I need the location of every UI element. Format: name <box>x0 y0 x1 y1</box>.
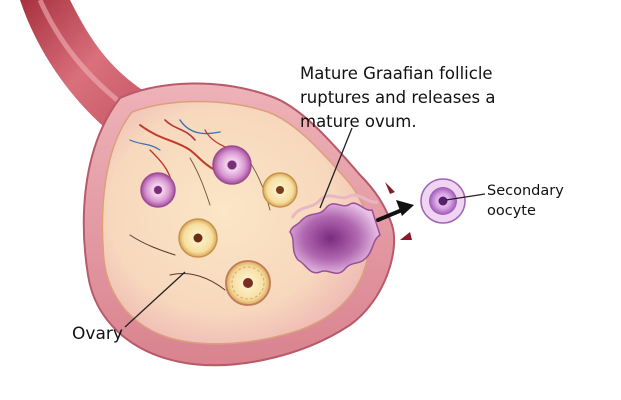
follicle-purple-2 <box>212 145 252 185</box>
motion-mark-top <box>385 182 395 194</box>
secondary-oocyte <box>420 178 466 224</box>
leader-line-follicle <box>319 127 353 209</box>
follicle-purple-1 <box>140 172 176 208</box>
right-arrow-icon <box>376 200 414 222</box>
follicle-rupture-label: Mature Graafian follicle ruptures and re… <box>300 62 495 134</box>
follicle-yellow-2 <box>178 218 218 258</box>
follicle-yellow-1 <box>262 172 298 208</box>
leader-line-ovary <box>124 271 186 328</box>
leader-line-oocyte <box>445 193 486 201</box>
oocyte-label-line-1: Secondary <box>487 183 564 199</box>
ligament-highlight <box>37 0 132 112</box>
motion-mark-bottom <box>400 232 412 240</box>
follicle-label-line-3: mature ovum. <box>300 112 417 131</box>
follicle-label-line-2: ruptures and releases a <box>300 88 496 107</box>
ovary-cortex <box>101 100 370 345</box>
follicle-wall <box>290 193 379 219</box>
ovary-label: Ovary <box>72 324 123 344</box>
oocyte-label-line-2: oocyte <box>487 203 536 219</box>
follicle-yellow-3 <box>225 260 271 306</box>
ruptured-follicle <box>289 202 381 274</box>
follicle-label-line-1: Mature Graafian follicle <box>300 64 493 83</box>
secondary-oocyte-label: Secondary oocyte <box>487 181 564 221</box>
